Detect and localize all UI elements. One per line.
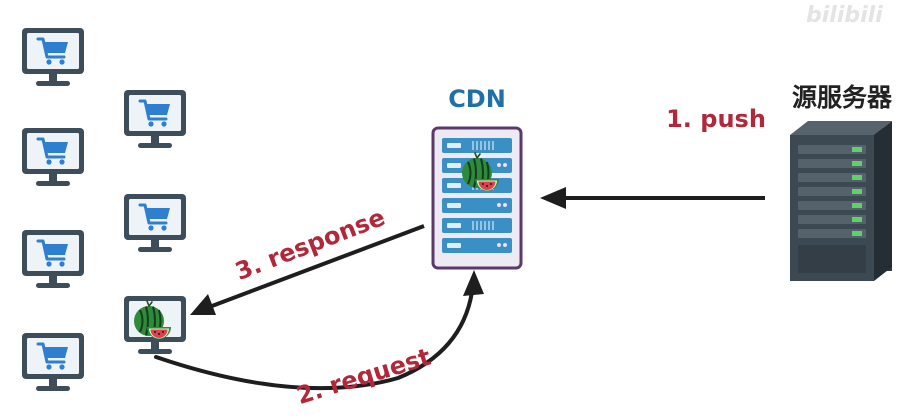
watermark-logo: bilibili [806, 3, 883, 28]
client-monitor-3 [20, 228, 86, 290]
client-monitor-2 [20, 126, 86, 188]
step-3-response-label: 3. response [231, 203, 388, 286]
step-1-push-label: 1. push [666, 105, 766, 133]
client-monitor-1 [20, 26, 86, 88]
shopping-cart-monitor-icon [20, 228, 86, 290]
shopping-cart-monitor-icon [20, 126, 86, 188]
shopping-cart-monitor-icon [122, 192, 188, 254]
origin-server-label: 源服务器 [792, 83, 893, 112]
cdn-server [431, 126, 523, 270]
response-arrow [190, 224, 425, 315]
server-tower-icon [790, 121, 892, 281]
push-arrow [540, 187, 765, 209]
origin-server [790, 121, 892, 281]
shopping-cart-monitor-icon [20, 26, 86, 88]
client-monitor-5 [122, 88, 188, 150]
client-monitor-active [124, 296, 186, 354]
shopping-cart-monitor-icon [20, 331, 86, 393]
server-rack-icon [431, 126, 523, 270]
client-monitor-6 [122, 192, 188, 254]
shopping-cart-monitor-icon [122, 88, 188, 150]
cdn-label: CDN [448, 85, 506, 113]
request-arrow [154, 270, 484, 391]
client-monitor-4 [20, 331, 86, 393]
step-2-request-label: 2. request [293, 343, 434, 410]
